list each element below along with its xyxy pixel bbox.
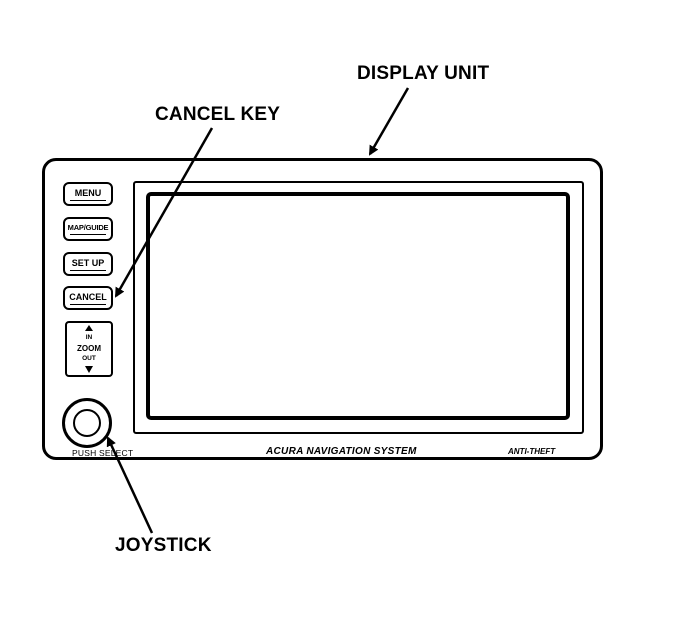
cancel-key-label: CANCEL KEY: [155, 104, 281, 125]
screen-bezel: [133, 181, 584, 434]
cancel-key[interactable]: CANCEL: [63, 286, 113, 310]
display-screen: [146, 192, 570, 420]
zoom-in-arrow-icon[interactable]: [85, 325, 93, 331]
zoom-out-arrow-icon[interactable]: [85, 366, 93, 373]
zoom-in-label: IN: [85, 333, 93, 341]
anti-theft-text: ANTI-THEFT: [508, 447, 556, 456]
zoom-rocker[interactable]: IN ZOOM OUT: [65, 321, 113, 377]
display-unit-label: DISPLAY UNIT: [357, 63, 490, 84]
joystick-label: JOYSTICK: [115, 535, 212, 556]
set-up-key-underline: [70, 269, 106, 271]
joystick-ring[interactable]: [62, 398, 112, 448]
set-up-key-label: SET UP: [71, 257, 105, 268]
menu-key[interactable]: MENU: [63, 182, 113, 206]
menu-key-label: MENU: [74, 187, 102, 198]
zoom-label: ZOOM: [77, 343, 101, 353]
joystick-knob[interactable]: [73, 409, 101, 437]
push-select-text: PUSH SELECT: [72, 448, 134, 458]
brand-text: ACURA NAVIGATION SYSTEM: [266, 446, 417, 457]
display-unit-arrow: [368, 87, 410, 156]
set-up-key[interactable]: SET UP: [63, 252, 113, 276]
map-guide-key[interactable]: MAP/GUIDE: [63, 217, 113, 241]
map-guide-key-underline: [70, 233, 106, 235]
display-unit-housing: [42, 158, 603, 460]
map-guide-key-label: MAP/GUIDE: [67, 223, 109, 233]
cancel-key-underline: [70, 303, 106, 305]
menu-key-underline: [70, 199, 106, 201]
cancel-key-text: CANCEL: [69, 291, 107, 302]
zoom-out-label: OUT: [82, 355, 96, 362]
